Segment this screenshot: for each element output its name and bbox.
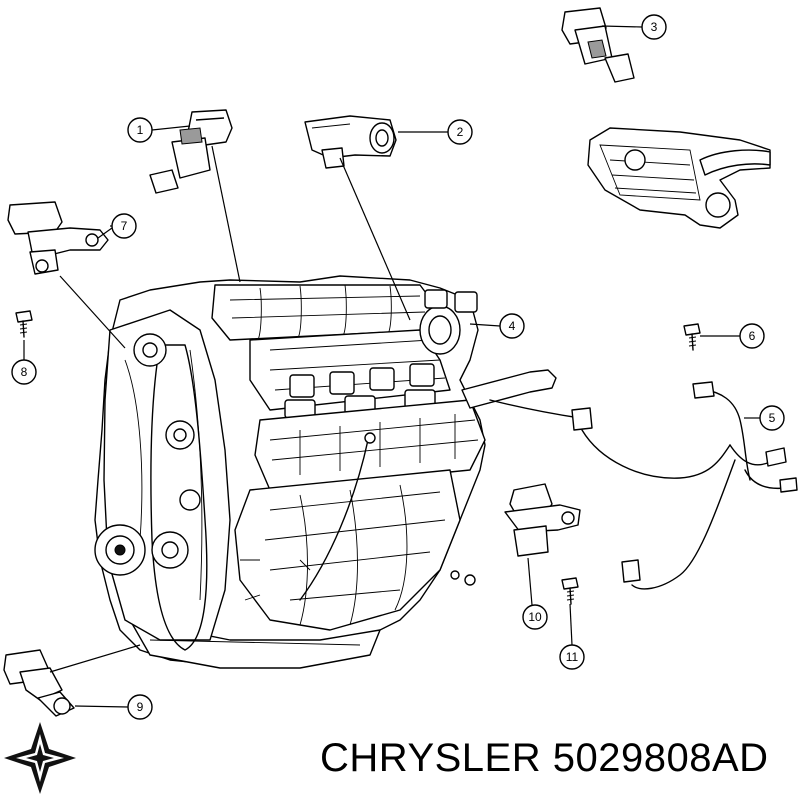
brand-make: CHRYSLER <box>320 736 542 780</box>
callout-7-label: 7 <box>121 219 128 233</box>
wiring-harness-5 <box>489 381 798 590</box>
callout-7: 7 <box>111 213 137 239</box>
sensor-2 <box>304 115 397 169</box>
callout-11: 11 <box>559 644 585 670</box>
sensor-3 <box>561 7 635 83</box>
sensor-10 <box>504 483 581 557</box>
bolt-8 <box>15 310 33 338</box>
brand-part-label: CHRYSLER 5029808AD <box>320 736 769 781</box>
callout-11-label: 11 <box>566 650 579 664</box>
callout-10-label: 10 <box>528 610 542 624</box>
callout-9: 9 <box>127 694 153 720</box>
callout-1: 1 <box>127 117 153 143</box>
callout-6: 6 <box>739 323 765 349</box>
callout-6-label: 6 <box>749 329 756 343</box>
callout-3-label: 3 <box>651 20 658 34</box>
callout-8: 8 <box>11 359 37 385</box>
callout-5: 5 <box>759 405 785 431</box>
callout-5-label: 5 <box>769 411 776 425</box>
leader-lines <box>23 25 760 708</box>
pulleys <box>94 333 201 576</box>
callout-1-label: 1 <box>137 123 144 137</box>
sensor-9 <box>3 649 75 717</box>
callout-4-label: 4 <box>509 319 516 333</box>
callout-8-label: 8 <box>21 365 28 379</box>
part-number: 5029808AD <box>552 736 769 780</box>
callout-9-label: 9 <box>137 700 144 714</box>
callout-10: 10 <box>522 604 548 630</box>
callout-2-label: 2 <box>457 125 464 139</box>
callout-3: 3 <box>641 14 667 40</box>
sensor-7 <box>7 201 109 275</box>
bolt-6 <box>683 323 701 351</box>
throttle-body <box>419 289 478 355</box>
bolt-11 <box>561 577 579 605</box>
engine-assembly <box>94 275 557 669</box>
callout-2: 2 <box>447 119 473 145</box>
sensor-1 <box>149 109 233 194</box>
engine-control-module <box>587 127 771 229</box>
pentastar-icon <box>4 722 76 794</box>
callout-4: 4 <box>499 313 525 339</box>
